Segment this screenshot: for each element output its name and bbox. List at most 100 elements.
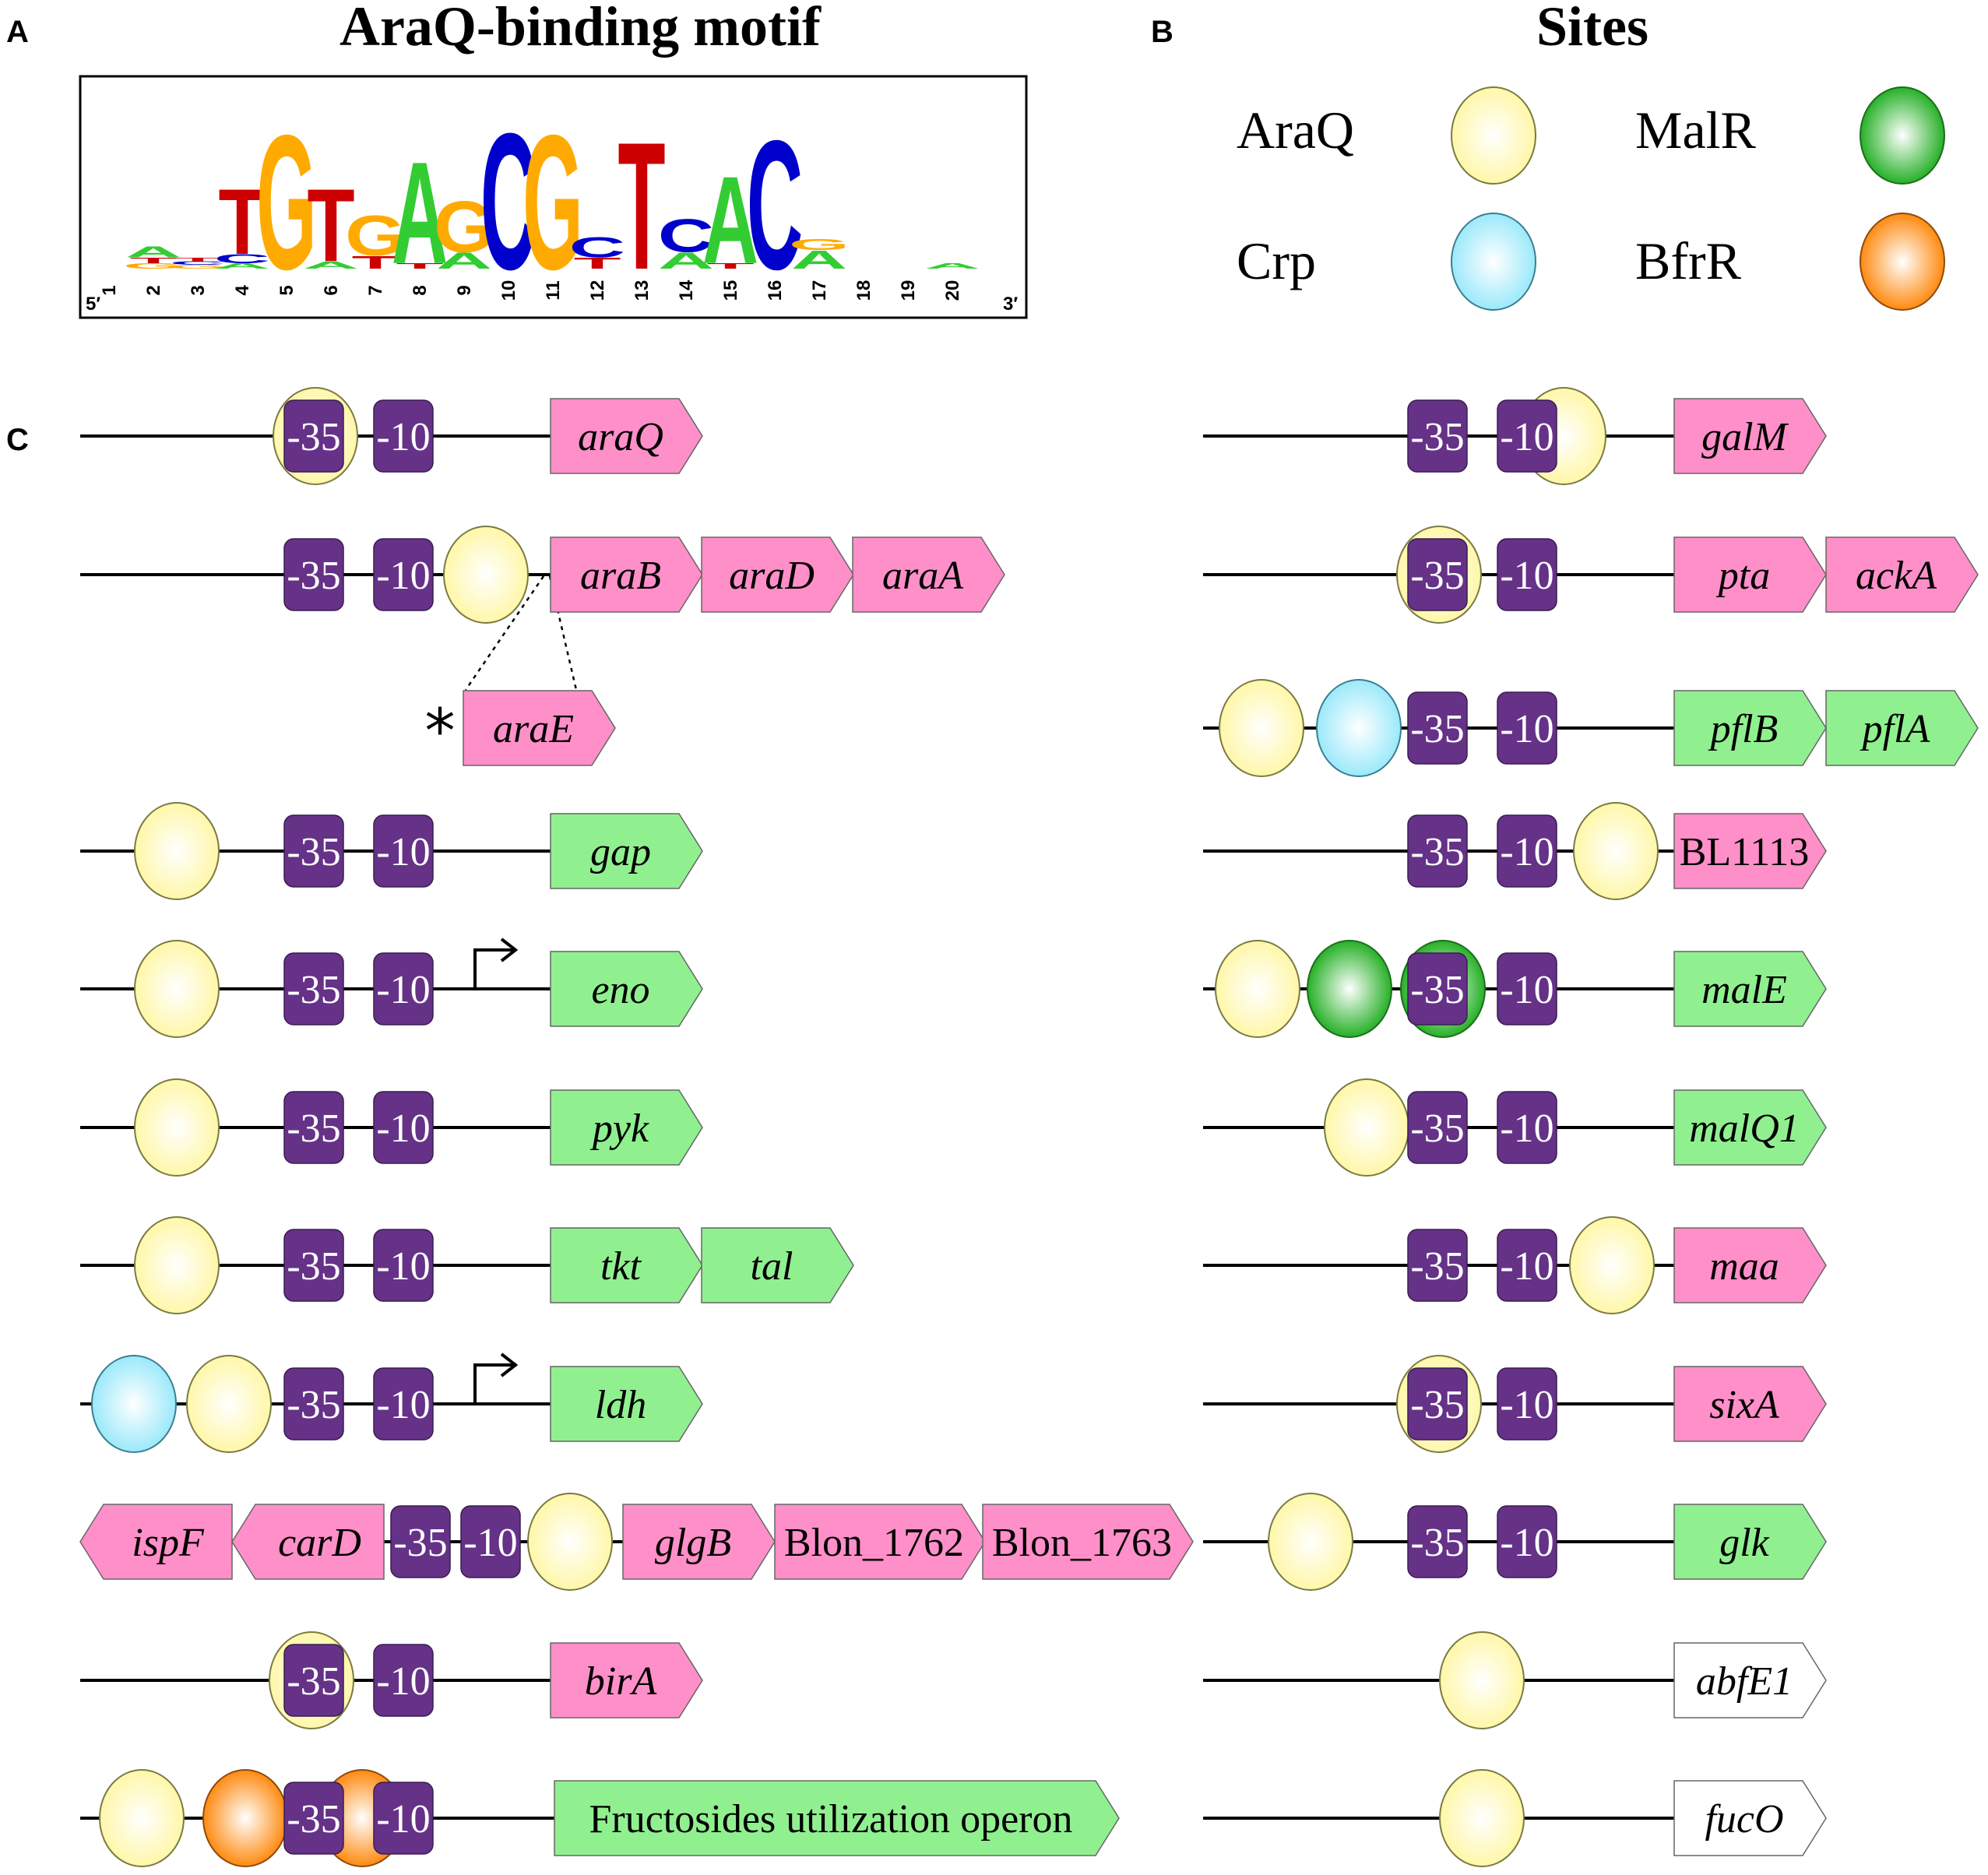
promoter-label-m10: -10 bbox=[376, 1106, 430, 1151]
logo-position-label: 7 bbox=[365, 285, 386, 295]
logo-position-label: 17 bbox=[809, 280, 830, 301]
promoter-label-m10: -10 bbox=[1500, 415, 1553, 459]
promoter-label-m10: -10 bbox=[1500, 554, 1553, 598]
gene-arrow-bl1113 bbox=[1673, 813, 1827, 889]
promoter-label-m35: -35 bbox=[287, 415, 340, 459]
logo-letter-G: G bbox=[434, 186, 494, 267]
promoter-label-m35: -35 bbox=[1410, 830, 1464, 874]
araq-binding-site bbox=[1215, 940, 1300, 1038]
crp-binding-site bbox=[91, 1355, 177, 1453]
araq-binding-site bbox=[134, 940, 220, 1038]
logo-position-label: 8 bbox=[410, 285, 431, 295]
logo-position-label: 6 bbox=[321, 285, 342, 295]
gene-arrow-male bbox=[1673, 951, 1827, 1027]
logo-position-label: 14 bbox=[676, 280, 697, 301]
gene-label: pflA bbox=[1860, 707, 1930, 751]
araq-binding-site bbox=[1573, 802, 1659, 900]
promoter-label-m10: -10 bbox=[376, 830, 430, 874]
promoter-box-m10 bbox=[1497, 1505, 1557, 1578]
promoter-label-m10: -10 bbox=[1500, 1106, 1553, 1151]
logo-letter-C: C bbox=[569, 231, 625, 263]
logo-position-label: 3 bbox=[188, 285, 209, 295]
promoter-box-m10 bbox=[373, 1229, 434, 1302]
gene-arrow-maa bbox=[1673, 1227, 1827, 1303]
gene-arrow-arae bbox=[463, 690, 616, 766]
promoter-label-m10: -10 bbox=[376, 968, 430, 1012]
gene-label: Blon_1763 bbox=[992, 1521, 1172, 1565]
gene-arrow-fructosides-utilization-operon bbox=[554, 1780, 1120, 1856]
promoter-box-m10 bbox=[373, 1367, 434, 1441]
promoter-box-m35 bbox=[1407, 691, 1468, 765]
promoter-box-m10 bbox=[1497, 1091, 1557, 1164]
araq-binding-site bbox=[134, 1216, 220, 1314]
tss-arrow-icon bbox=[473, 1353, 519, 1404]
logo-letter-A: A bbox=[436, 248, 492, 274]
promoter-box-m10 bbox=[373, 1091, 434, 1164]
promoter-label-m35: -35 bbox=[287, 1659, 340, 1704]
promoter-box-m10 bbox=[373, 952, 434, 1025]
promoter-box-m35 bbox=[1407, 538, 1468, 611]
gene-label: araQ bbox=[578, 415, 663, 459]
gene-arrow-pta bbox=[1673, 536, 1827, 613]
gene-label: ispF bbox=[132, 1521, 205, 1565]
gene-label: galM bbox=[1701, 415, 1789, 459]
logo-letter-T: T bbox=[351, 252, 399, 273]
promoter-box-m10 bbox=[373, 814, 434, 888]
gene-arrow-ispf bbox=[79, 1504, 233, 1580]
promoter-label-m35: -35 bbox=[1410, 1383, 1464, 1427]
promoter-box-m35 bbox=[1407, 1505, 1468, 1578]
gene-label: tkt bbox=[600, 1244, 642, 1289]
logo-position-label: 16 bbox=[765, 280, 786, 301]
araq-binding-site bbox=[134, 1078, 220, 1177]
gene-arrow-blon-1762 bbox=[774, 1504, 986, 1580]
logo-letter-C: C bbox=[658, 210, 714, 262]
promoter-label-m35: -35 bbox=[287, 1244, 340, 1289]
logo-position-label: 5 bbox=[276, 285, 297, 295]
gene-label: Blon_1762 bbox=[784, 1521, 964, 1565]
gene-arrow-bira bbox=[550, 1642, 703, 1718]
panel-b-title: Sites bbox=[1536, 0, 1648, 58]
gene-label: malQ1 bbox=[1689, 1106, 1800, 1151]
gene-arrow-fuco bbox=[1673, 1780, 1827, 1856]
promoter-box-m35 bbox=[283, 399, 344, 473]
promoter-box-m10 bbox=[373, 1644, 434, 1717]
promoter-box-m10 bbox=[373, 538, 434, 611]
promoter-box-m10 bbox=[1497, 691, 1557, 765]
promoter-box-m10 bbox=[1497, 1367, 1557, 1441]
motif-logo-frame bbox=[79, 75, 1028, 319]
promoter-label-m10: -10 bbox=[463, 1521, 517, 1565]
promoter-label-m10: -10 bbox=[1500, 1383, 1553, 1427]
gene-arrow-eno bbox=[550, 951, 703, 1027]
promoter-label-m35: -35 bbox=[1410, 1521, 1464, 1565]
panel-b-letter: B bbox=[1151, 15, 1173, 49]
promoter-label-m35: -35 bbox=[1410, 554, 1464, 598]
legend-label-araq: AraQ bbox=[1237, 100, 1354, 160]
promoter-label-m35: -35 bbox=[287, 968, 340, 1012]
malr-binding-site bbox=[1307, 940, 1392, 1038]
gene-arrow-tal bbox=[701, 1227, 854, 1303]
araq-binding-site bbox=[1569, 1216, 1655, 1314]
logo-letter-T: T bbox=[706, 262, 754, 270]
legend-swatch-malr bbox=[1860, 86, 1945, 185]
promoter-label-m35: -35 bbox=[287, 554, 340, 598]
logo-position-label: 2 bbox=[143, 285, 164, 295]
promoter-label-m35: -35 bbox=[1410, 1106, 1464, 1151]
gene-label: ldh bbox=[595, 1383, 646, 1427]
promoter-box-m35 bbox=[283, 814, 344, 888]
logo-letter-A: A bbox=[214, 262, 270, 270]
promoter-label-m35: -35 bbox=[287, 1106, 340, 1151]
promoter-box-m35 bbox=[283, 952, 344, 1025]
promoter-label-m35: -35 bbox=[1410, 968, 1464, 1012]
araq-binding-site bbox=[99, 1769, 185, 1867]
gene-label: malE bbox=[1701, 968, 1787, 1012]
promoter-box-m35 bbox=[283, 1091, 344, 1164]
gene-label: gap bbox=[590, 830, 651, 874]
promoter-box-m35 bbox=[1407, 814, 1468, 888]
crp-binding-site bbox=[1316, 679, 1402, 777]
gene-arrow-galm bbox=[1673, 398, 1827, 474]
promoter-label-m10: -10 bbox=[1500, 1244, 1553, 1289]
gene-arrow-sixa bbox=[1673, 1366, 1827, 1442]
logo-position-label: 19 bbox=[898, 280, 919, 301]
promoter-box-m10 bbox=[1497, 1229, 1557, 1302]
